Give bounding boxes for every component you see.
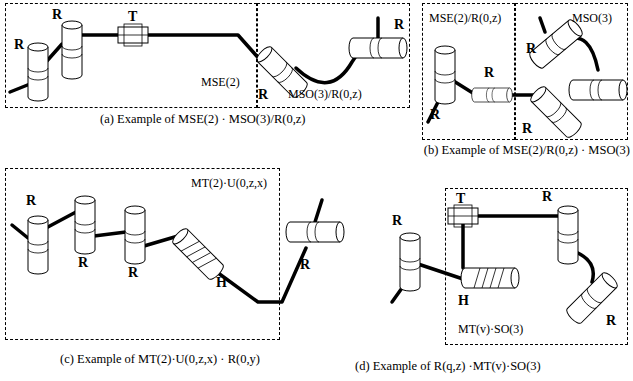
group-box: MSO(3)/R(0,z): [257, 3, 410, 108]
joint-label: R: [26, 194, 36, 208]
panel-caption: (a) Example of MSE(2) · MSO(3)/R(0,z): [100, 113, 306, 127]
group-label: MSO(3)/R(0,z): [288, 88, 362, 101]
joint-label: H: [458, 294, 469, 308]
joint-label: R: [14, 38, 24, 52]
group-box: MT(2)·U(0,z,x): [5, 168, 280, 340]
joint-label: R: [52, 8, 62, 22]
group-label: MSE(2): [201, 76, 240, 89]
joint-label: R: [484, 66, 494, 80]
joint-label: R: [78, 256, 88, 270]
joint-label: R: [258, 88, 268, 102]
group-label: MSE(2)/R(0,z): [429, 12, 501, 25]
joint-label: R: [526, 42, 536, 56]
group-label: MT(2)·U(0,z,x): [191, 177, 267, 190]
joint-label: R: [522, 122, 532, 136]
joint-label: R: [300, 258, 310, 272]
joint-label: T: [456, 192, 465, 206]
panel-caption: (c) Example of MT(2)·U(0,z,x) · R(0,y): [60, 353, 260, 367]
joint-label: T: [128, 10, 137, 24]
joint-label: R: [394, 18, 404, 32]
panel-caption: (b) Example of MSE(2)/R(0,z) · MSO(3): [424, 144, 630, 158]
joint-label: R: [430, 108, 440, 122]
joint-label: R: [542, 190, 552, 204]
joint-label: R: [606, 314, 616, 328]
group-label: MSO(3): [572, 12, 612, 25]
group-label: MT(v)·SO(3): [458, 323, 523, 336]
group-box: MSO(3): [515, 3, 628, 140]
joint-label: R: [392, 214, 402, 228]
panel-caption: (d) Example of R(q,z) ·MT(v)·SO(3): [355, 360, 541, 374]
joint-label: H: [216, 276, 227, 290]
joint-label: R: [128, 266, 138, 280]
group-box: MT(v)·SO(3): [445, 188, 628, 345]
